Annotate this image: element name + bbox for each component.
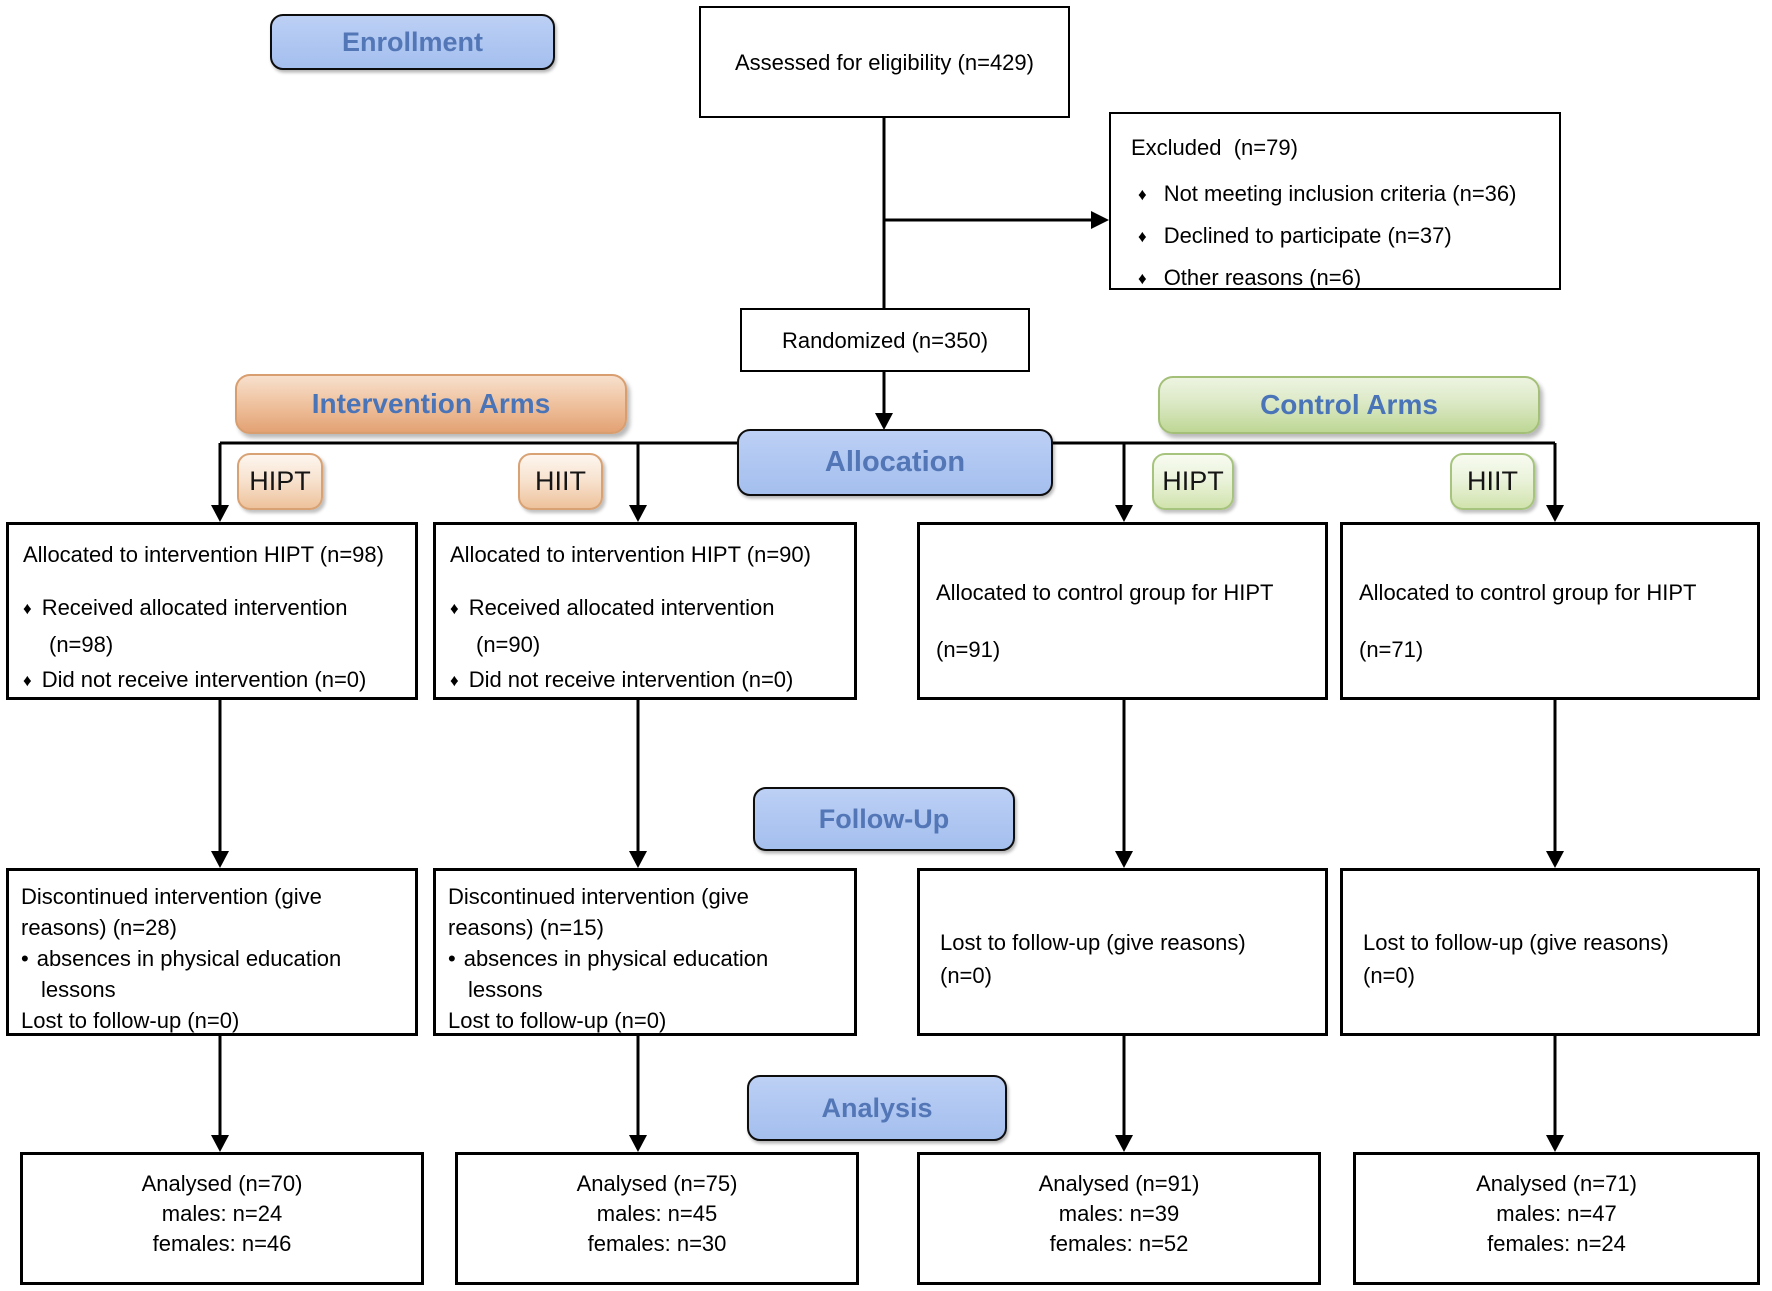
allocation-n-text: (n=91) bbox=[936, 637, 1001, 662]
arrowhead-col3-fu bbox=[1115, 851, 1133, 868]
chip-intervention-hiit: HIIT bbox=[518, 453, 603, 510]
lost-n-text: (n=0) bbox=[1363, 963, 1415, 988]
arrowhead-col1-fu bbox=[211, 851, 229, 868]
lost-n-text: (n=0) bbox=[940, 963, 992, 988]
analysis-box-intervention-hiit: Analysed (n=75) males: n=45 females: n=3… bbox=[455, 1152, 859, 1285]
reason-text: lessons bbox=[468, 977, 543, 1002]
not-received-text: Did not receive intervention (n=0) bbox=[41, 667, 367, 692]
allocation-title: Allocated to control group for HIPT bbox=[1359, 580, 1697, 605]
arrowhead-col3-an bbox=[1115, 1135, 1133, 1152]
lost-text: Lost to follow-up (n=0) bbox=[448, 1008, 667, 1033]
lost-text: Lost to follow-up (give reasons) bbox=[940, 930, 1246, 955]
females-text: females: n=46 bbox=[152, 1231, 292, 1256]
females-text: females: n=24 bbox=[1487, 1231, 1626, 1256]
males-text: males: n=39 bbox=[1058, 1201, 1180, 1226]
females-text: females: n=52 bbox=[1049, 1231, 1189, 1256]
arrowhead-col4-alloc bbox=[1546, 505, 1564, 522]
intervention-arms-banner: Intervention Arms bbox=[235, 374, 627, 434]
stage-label-enrollment: Enrollment bbox=[270, 14, 555, 70]
reason-text: absences in physical education bbox=[36, 946, 342, 971]
males-text: males: n=24 bbox=[161, 1201, 283, 1226]
analysis-box-control-hipt: Analysed (n=91) males: n=39 females: n=5… bbox=[917, 1152, 1321, 1285]
received-n-text: (n=90) bbox=[476, 632, 541, 657]
diamond-bullet-icon: ♦ bbox=[23, 671, 32, 690]
chip-control-hipt: HIPT bbox=[1152, 453, 1234, 510]
dot-bullet-icon: • bbox=[21, 946, 29, 971]
chip-control-hiit: HIIT bbox=[1450, 453, 1535, 510]
males-text: males: n=47 bbox=[1496, 1201, 1617, 1226]
excluded-item-text: Not meeting inclusion criteria (n=36) bbox=[1163, 181, 1517, 206]
diamond-bullet-icon: ♦ bbox=[1138, 227, 1147, 246]
females-text: females: n=30 bbox=[587, 1231, 727, 1256]
arrowhead-allocation bbox=[875, 413, 893, 430]
stage-label-analysis: Analysis bbox=[747, 1075, 1007, 1141]
allocation-box-control-hipt: Allocated to control group for HIPT (n=9… bbox=[917, 522, 1328, 700]
chip-intervention-hipt: HIPT bbox=[237, 453, 323, 510]
arrowhead-col1-an bbox=[211, 1135, 229, 1152]
allocation-title: Allocated to intervention HIPT (n=98) bbox=[23, 542, 384, 567]
excluded-title: Excluded (n=79) bbox=[1131, 135, 1298, 160]
received-text: Received allocated intervention bbox=[468, 595, 775, 620]
assessed-text: Assessed for eligibility (n=429) bbox=[735, 49, 1034, 75]
not-received-text: Did not receive intervention (n=0) bbox=[468, 667, 794, 692]
excluded-box: Excluded (n=79) ♦ Not meeting inclusion … bbox=[1109, 112, 1561, 290]
arrowhead-col2-an bbox=[629, 1135, 647, 1152]
received-n-text: (n=98) bbox=[49, 632, 114, 657]
stage-label-followup: Follow-Up bbox=[753, 787, 1015, 851]
diamond-bullet-icon: ♦ bbox=[23, 599, 32, 618]
discontinued-line: Discontinued intervention (give bbox=[448, 884, 749, 909]
excluded-item-text: Declined to participate (n=37) bbox=[1163, 223, 1452, 248]
excluded-item-text: Other reasons (n=6) bbox=[1163, 265, 1362, 290]
randomized-text: Randomized (n=350) bbox=[781, 327, 989, 353]
analysis-box-control-hiit: Analysed (n=71) males: n=47 females: n=2… bbox=[1353, 1152, 1760, 1285]
arrowhead-col4-an bbox=[1546, 1135, 1564, 1152]
analysed-text: Analysed (n=71) bbox=[1476, 1171, 1637, 1196]
arrowhead-col1-alloc bbox=[211, 505, 229, 522]
control-arms-banner: Control Arms bbox=[1158, 376, 1540, 434]
analysed-text: Analysed (n=75) bbox=[576, 1171, 738, 1196]
received-text: Received allocated intervention bbox=[41, 595, 348, 620]
reason-text: lessons bbox=[41, 977, 116, 1002]
analysis-box-intervention-hipt: Analysed (n=70) males: n=24 females: n=4… bbox=[20, 1152, 424, 1285]
followup-box-intervention-hipt: Discontinued intervention (give reasons)… bbox=[6, 868, 418, 1036]
arrowhead-col3-alloc bbox=[1115, 505, 1133, 522]
diamond-bullet-icon: ♦ bbox=[1138, 269, 1147, 288]
allocation-title: Allocated to intervention HIPT (n=90) bbox=[450, 542, 811, 567]
excluded-item: ♦ Not meeting inclusion criteria (n=36) bbox=[1131, 176, 1549, 214]
analysed-text: Analysed (n=70) bbox=[141, 1171, 303, 1196]
followup-box-intervention-hiit: Discontinued intervention (give reasons)… bbox=[433, 868, 857, 1036]
discontinued-line: Discontinued intervention (give bbox=[21, 884, 322, 909]
followup-box-control-hipt: Lost to follow-up (give reasons) (n=0) bbox=[917, 868, 1328, 1036]
allocation-box-intervention-hipt: Allocated to intervention HIPT (n=98) ♦ … bbox=[6, 522, 418, 700]
allocation-box-intervention-hiit: Allocated to intervention HIPT (n=90) ♦ … bbox=[433, 522, 857, 700]
diamond-bullet-icon: ♦ bbox=[1138, 185, 1147, 204]
allocation-title: Allocated to control group for HIPT bbox=[936, 580, 1274, 605]
arrowhead-col2-fu bbox=[629, 851, 647, 868]
lost-text: Lost to follow-up (n=0) bbox=[21, 1008, 240, 1033]
excluded-item: ♦ Declined to participate (n=37) bbox=[1131, 218, 1549, 256]
discontinued-line: reasons) (n=15) bbox=[448, 915, 604, 940]
males-text: males: n=45 bbox=[596, 1201, 718, 1226]
diamond-bullet-icon: ♦ bbox=[450, 599, 459, 618]
reason-text: absences in physical education bbox=[463, 946, 769, 971]
lost-text: Lost to follow-up (give reasons) bbox=[1363, 930, 1669, 955]
excluded-item: ♦ Other reasons (n=6) bbox=[1131, 260, 1549, 298]
analysed-text: Analysed (n=91) bbox=[1038, 1171, 1200, 1196]
allocation-n-text: (n=71) bbox=[1359, 637, 1424, 662]
dot-bullet-icon: • bbox=[448, 946, 456, 971]
randomized-box: Randomized (n=350) bbox=[740, 308, 1030, 372]
followup-box-control-hiit: Lost to follow-up (give reasons) (n=0) bbox=[1340, 868, 1760, 1036]
assessed-box: Assessed for eligibility (n=429) bbox=[699, 6, 1070, 118]
diamond-bullet-icon: ♦ bbox=[450, 671, 459, 690]
allocation-box-control-hiit: Allocated to control group for HIPT (n=7… bbox=[1340, 522, 1760, 700]
arrowhead-excluded bbox=[1091, 211, 1109, 229]
discontinued-line: reasons) (n=28) bbox=[21, 915, 177, 940]
arrowhead-col2-alloc bbox=[629, 505, 647, 522]
stage-label-allocation: Allocation bbox=[737, 429, 1053, 496]
arrowhead-col4-fu bbox=[1546, 851, 1564, 868]
